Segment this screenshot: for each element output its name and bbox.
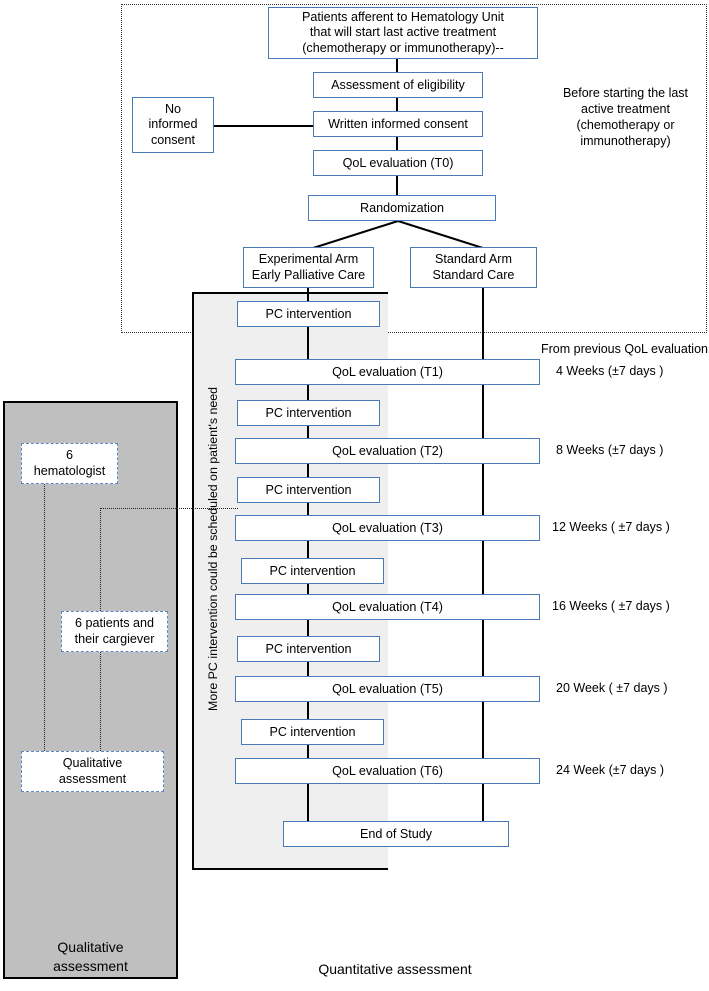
timing-t6-text: 24 Week (±7 days ) [556,763,665,777]
box-pc-intervention-3[interactable]: PC intervention [241,558,384,584]
qol-t3-label: QoL evaluation (T3) [332,520,443,535]
dotted-hematologist-to-assessment [44,484,45,751]
pre-treatment-region [121,4,707,333]
patients-caregivers-line-2: their cargiever [74,631,155,646]
qualitative-footer-line-2: assessment [53,958,128,974]
connector-noconsent-consent [214,125,314,127]
connector-consent-qol0 [396,136,398,152]
standard-arm-line-2: Standard Care [432,267,515,282]
pc-intervention-label-2: PC intervention [265,482,352,497]
box-patients-afferent[interactable]: Patients afferent to Hematology Unit tha… [268,7,538,59]
timing-t4-text: 16 Weeks ( ±7 days ) [552,599,670,613]
patients-line-1: Patients afferent to Hematology Unit [301,9,505,24]
box-experimental-arm[interactable]: Experimental Arm Early Palliative Care [243,247,374,288]
hematologist-line-1: 6 [65,448,73,463]
timing-t5-text: 20 Week ( ±7 days ) [556,681,668,695]
qualitative-footer-line-1: Qualitative [57,939,124,955]
qualitative-assessment-line-2: assessment [58,771,127,786]
box-qol-t1[interactable]: QoL evaluation (T1) [235,359,540,385]
qualitative-footer: Qualitative assessment [3,938,178,976]
before-treatment-line-1: Before starting the last [562,86,689,100]
before-treatment-note: Before starting the last active treatmen… [548,85,703,149]
connector-eligibility-consent [396,97,398,113]
box-qualitative-assessment[interactable]: Qualitative assessment [21,751,164,792]
standard-arm-line-1: Standard Arm [434,252,512,267]
qol-t5-label: QoL evaluation (T5) [332,681,443,696]
timing-t2-text: 8 Weeks (±7 days ) [556,443,664,457]
timing-t3-text: 12 Weeks ( ±7 days ) [552,520,670,534]
qol-t1-label: QoL evaluation (T1) [332,364,443,379]
timing-t4: 16 Weeks ( ±7 days ) [552,599,707,614]
quantitative-footer: Quantitative assessment [230,960,560,979]
patients-line-3: (chemotherapy or immunotherapy)-- [302,40,504,55]
pc-intervention-label-1: PC intervention [265,405,352,420]
connector-standard-endofstudy [482,786,484,822]
box-pc-intervention-1[interactable]: PC intervention [237,400,380,426]
pc-intervention-label-0: PC intervention [265,306,352,321]
randomization-label: Randomization [359,200,444,215]
experimental-arm-line-2: Early Palliative Care [251,267,366,282]
box-qol-t0[interactable]: QoL evaluation (T0) [313,150,483,176]
dotted-patients-to-assessment [100,652,101,751]
patients-caregivers-line-1: 6 patients and [74,616,155,631]
timing-t3: 12 Weeks ( ±7 days ) [552,520,707,535]
box-pc-intervention-5[interactable]: PC intervention [241,719,384,745]
spine-standard-arm [482,288,484,833]
box-qol-t5[interactable]: QoL evaluation (T5) [235,676,540,702]
pc-column-note: More PC intervention could be scheduled … [206,387,220,711]
box-pc-intervention-0[interactable]: PC intervention [237,301,380,327]
timing-t2: 8 Weeks (±7 days ) [556,443,706,458]
box-qol-t4[interactable]: QoL evaluation (T4) [235,594,540,620]
box-randomization[interactable]: Randomization [308,195,496,221]
box-written-consent[interactable]: Written informed consent [313,111,483,137]
box-assessment-eligibility[interactable]: Assessment of eligibility [313,72,483,98]
qol-t6-label: QoL evaluation (T6) [332,763,443,778]
box-patients-caregivers[interactable]: 6 patients and their cargiever [61,611,168,652]
box-qol-t3[interactable]: QoL evaluation (T3) [235,515,540,541]
box-pc-intervention-4[interactable]: PC intervention [237,636,380,662]
before-treatment-line-3: (chemotherapy or [576,118,675,132]
hematologist-line-2: hematologist [33,463,106,478]
pc-intervention-label-4: PC intervention [265,641,352,656]
timing-header: From previous QoL evaluation [541,342,708,357]
box-qol-t6[interactable]: QoL evaluation (T6) [235,758,540,784]
box-hematologist[interactable]: 6 hematologist [21,443,118,484]
connector-qol0-randomization [396,175,398,195]
randomization-split [309,220,487,250]
before-treatment-line-2: active treatment [581,102,670,116]
timing-t6: 24 Week (±7 days ) [556,763,706,778]
pc-column-note-text: More PC intervention could be scheduled … [206,386,220,711]
quantitative-footer-text: Quantitative assessment [318,961,472,977]
timing-header-text: From previous QoL evaluation [541,342,708,356]
experimental-arm-line-1: Experimental Arm [258,252,359,267]
qol-t4-label: QoL evaluation (T4) [332,599,443,614]
pc-intervention-label-5: PC intervention [269,724,356,739]
dotted-feeder-down [100,508,101,611]
pc-intervention-label-3: PC intervention [269,563,356,578]
no-consent-line-3: consent [150,132,196,147]
box-end-of-study[interactable]: End of Study [283,821,509,847]
box-qol-t2[interactable]: QoL evaluation (T2) [235,438,540,464]
qualitative-assessment-line-1: Qualitative [62,756,123,771]
timing-t1-text: 4 Weeks (±7 days ) [556,364,664,378]
before-treatment-line-4: immunotherapy) [580,134,671,148]
box-pc-intervention-2[interactable]: PC intervention [237,477,380,503]
no-consent-line-2: informed [148,117,198,132]
timing-t5: 20 Week ( ±7 days ) [556,681,706,696]
timing-t1: 4 Weeks (±7 days ) [556,364,706,379]
connector-patients-eligibility [396,58,398,74]
dotted-feeder-from-column [100,508,238,509]
box-standard-arm[interactable]: Standard Arm Standard Care [410,247,537,288]
qualitative-panel [3,401,178,979]
eligibility-label: Assessment of eligibility [331,77,465,92]
box-no-informed-consent[interactable]: No informed consent [132,97,214,153]
connector-t6-endofstudy [307,786,309,822]
consent-label: Written informed consent [328,116,468,131]
no-consent-line-1: No [164,101,182,116]
end-of-study-label: End of Study [359,826,433,841]
qol-t0-label: QoL evaluation (T0) [342,155,454,170]
patients-line-2: that will start last active treatment [309,25,497,40]
qol-t2-label: QoL evaluation (T2) [332,443,443,458]
